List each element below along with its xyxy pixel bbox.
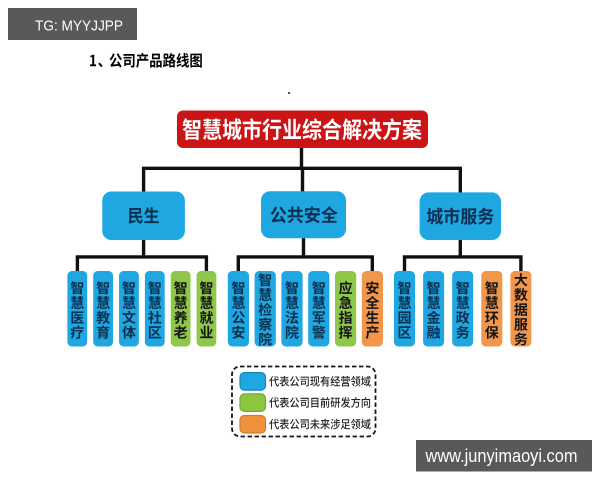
svg-text:www.junyimaoyi.com: www.junyimaoyi.com [425,446,578,466]
svg-text:TG: MYYJJPP: TG: MYYJJPP [35,18,123,35]
